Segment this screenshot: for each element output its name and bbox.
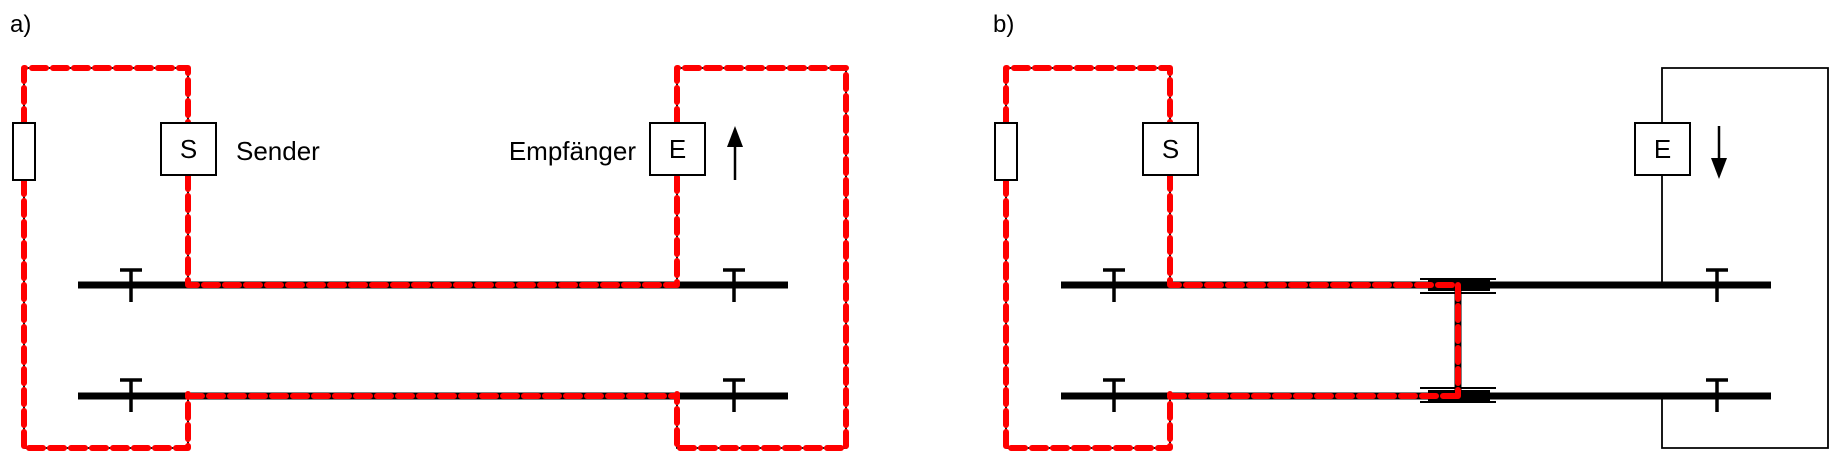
insulating-joint-icon (1103, 378, 1125, 412)
panel-b-sender-box (1142, 122, 1199, 176)
insulating-joint-icon (1103, 268, 1125, 302)
panel-b-receiver-letter: E (1654, 134, 1671, 164)
panel-b-upper-rail-current (1167, 172, 1461, 288)
panel-b-wiring (1005, 67, 1829, 449)
panel-a-resistor-wire-top (23, 67, 189, 123)
panel-a-receiver-caption: Empfänger (509, 136, 637, 166)
panel-a-sender-caption: Sender (236, 136, 320, 166)
panel-a-receiver-box (649, 122, 706, 176)
panel-a-left-current-loop (21, 177, 191, 451)
insulating-joint-icon (120, 268, 142, 302)
panel-b-resistor-wire-top (1005, 67, 1171, 123)
insulating-joint-icon (120, 378, 142, 412)
panel-a-resistor (12, 122, 36, 181)
panel-a-upper-rail-current (185, 172, 680, 288)
panel-b-current-path (1003, 65, 1461, 451)
insulating-joint-icon (1706, 268, 1728, 302)
insulating-joint-icon (1706, 378, 1728, 412)
panel-b-receiver-box (1634, 122, 1691, 176)
panel-a-receiver-letter: E (669, 134, 686, 164)
panel-b-insulating-joints (1103, 268, 1728, 412)
panel-b-label: b) (993, 11, 1014, 38)
insulating-joint-icon (723, 268, 745, 302)
panel-a-insulating-joints (120, 268, 745, 412)
panel-a-sender-box (160, 122, 217, 176)
panel-b-left-current-loop (1003, 177, 1173, 451)
panel-a-resistor-current-loop (21, 65, 191, 126)
panel-b-right-loop-wire (1661, 67, 1829, 449)
panel-a-rails (78, 281, 788, 400)
arrow-up-icon (727, 126, 743, 180)
panel-b: b) (993, 11, 1829, 451)
arrow-down-icon (1711, 126, 1727, 179)
insulating-joint-icon (723, 378, 745, 412)
panel-a-wiring (23, 67, 847, 449)
panel-b-resistor-current-loop (1003, 65, 1173, 126)
panel-a-sender-letter: S (180, 134, 197, 164)
panel-a: a) (10, 11, 849, 451)
panel-b-sender-letter: S (1162, 134, 1179, 164)
panel-a-label: a) (10, 11, 31, 38)
panel-a-right-current-loop (674, 65, 849, 451)
panel-b-resistor (994, 122, 1018, 181)
panel-b-rails (1061, 281, 1771, 400)
panel-a-current-path (21, 65, 849, 451)
